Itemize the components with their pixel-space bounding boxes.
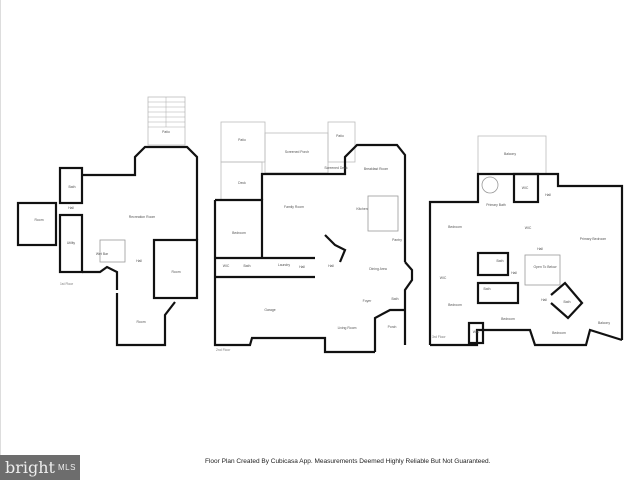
utility-wall (58, 213, 84, 274)
wet-bar-counter (99, 239, 126, 263)
room-label: Garage (264, 308, 275, 312)
room-label: Primary Bedroom (580, 237, 607, 241)
floor-plans: Patio Recreation Room Bath Hall Room Uti… (16, 96, 624, 354)
room-label: Patio (238, 138, 246, 142)
room-label: Bedroom (552, 331, 566, 335)
logo-brand: bright (5, 458, 55, 477)
room-label: Bedroom (232, 231, 246, 235)
room-label: Hall (537, 247, 543, 251)
garage-wall (213, 200, 375, 354)
room-label: Wet Bar (96, 252, 109, 256)
main-wall (260, 143, 407, 262)
patio-outline (220, 121, 266, 163)
bathtub (481, 176, 499, 194)
bath-wall (476, 281, 520, 305)
room-label: Pantry (392, 238, 402, 242)
room-label: Family Room (284, 205, 304, 209)
room-label: Hall (545, 193, 551, 197)
room-label: Hall (541, 298, 547, 302)
stair-wall (324, 234, 347, 263)
room-label: Bath (497, 259, 504, 263)
disclaimer-note: Floor Plan Created By Cubicasa App. Meas… (205, 458, 491, 465)
room-label: Room (171, 270, 180, 274)
room-label: Room (34, 218, 43, 222)
room-label: Bedroom (448, 303, 462, 307)
bedroom-wall (215, 198, 264, 258)
floor-label: 1st Floor (60, 282, 74, 286)
room-label: Bath (392, 297, 399, 301)
bath-wall (58, 166, 84, 205)
room-label: Hall (328, 264, 334, 268)
room-label: Dining Area (369, 267, 387, 271)
room-label: Balcony (598, 321, 610, 325)
room-label: Porch (388, 325, 397, 329)
room-label: Patio (336, 134, 344, 138)
room-label: WIC (522, 186, 529, 190)
room-label: WIC (223, 264, 230, 268)
room-label: Recreation Room (129, 215, 156, 219)
room-label: Bath (69, 185, 76, 189)
room-label: Patio (162, 130, 170, 134)
room-label: WIC (473, 330, 480, 334)
logo-suffix: MLS (57, 463, 76, 472)
room-label: Balcony (504, 152, 516, 156)
floor-plan-3: Balcony Primary Bath WIC Hall Bedroom WI… (428, 135, 624, 347)
room-right-wall (152, 238, 199, 300)
room-label: WIC (440, 276, 447, 280)
room-label: WIC (525, 226, 532, 230)
room-label: Bath (484, 287, 491, 291)
room-label: Screened Porch (285, 150, 309, 154)
room-label: Breakfast Room (364, 167, 388, 171)
bath-angled-wall (550, 281, 584, 320)
wic-wall (512, 172, 540, 204)
room-label: Foyer (363, 299, 373, 303)
wet-bar-wall (82, 265, 119, 290)
exterior-stairs (147, 96, 186, 146)
kitchen-island (367, 195, 399, 232)
wic-wall (467, 321, 485, 345)
bath-wall (476, 251, 510, 277)
page-edge (0, 0, 1, 455)
outer-wall (428, 172, 624, 345)
porch-wall (373, 308, 405, 352)
dining-wall (403, 261, 414, 345)
floor-label: 3rd Floor (432, 335, 446, 339)
room-label: Open To Below (534, 265, 557, 269)
open-to-below (524, 254, 561, 286)
patio-outline (327, 121, 356, 163)
room-label: Kitchen (356, 207, 367, 211)
room-label: Hall (68, 206, 74, 210)
floor-plan-1: Patio Recreation Room Bath Hall Room Uti… (16, 96, 199, 347)
room-label: Bedroom (501, 317, 515, 321)
room-label: Hall (299, 265, 305, 269)
room-label: Screened Deck (324, 166, 347, 170)
room-label: Living Room (338, 326, 357, 330)
room-label: Room (136, 320, 145, 324)
recreation-room-wall (82, 145, 199, 240)
room-label: Bath (244, 264, 251, 268)
room-label: Utility (67, 241, 76, 245)
room-label: Bedroom (448, 225, 462, 229)
bottom-wall (430, 328, 623, 347)
floor-plan-2: Patio Screened Porch Patio Deck Breakfas… (213, 121, 414, 354)
room-label: Deck (238, 181, 246, 185)
room-label: Hall (136, 259, 142, 263)
room-label: Hall (511, 271, 517, 275)
bright-mls-logo: bright MLS (0, 455, 80, 480)
room-label: Primary Bath (486, 203, 506, 207)
floor-label: 2nd Floor (216, 348, 231, 352)
room-label: Laundry (278, 263, 291, 267)
room-bottom-wall (115, 293, 176, 347)
room-left-wall (16, 201, 58, 247)
room-label: Bath (564, 300, 571, 304)
